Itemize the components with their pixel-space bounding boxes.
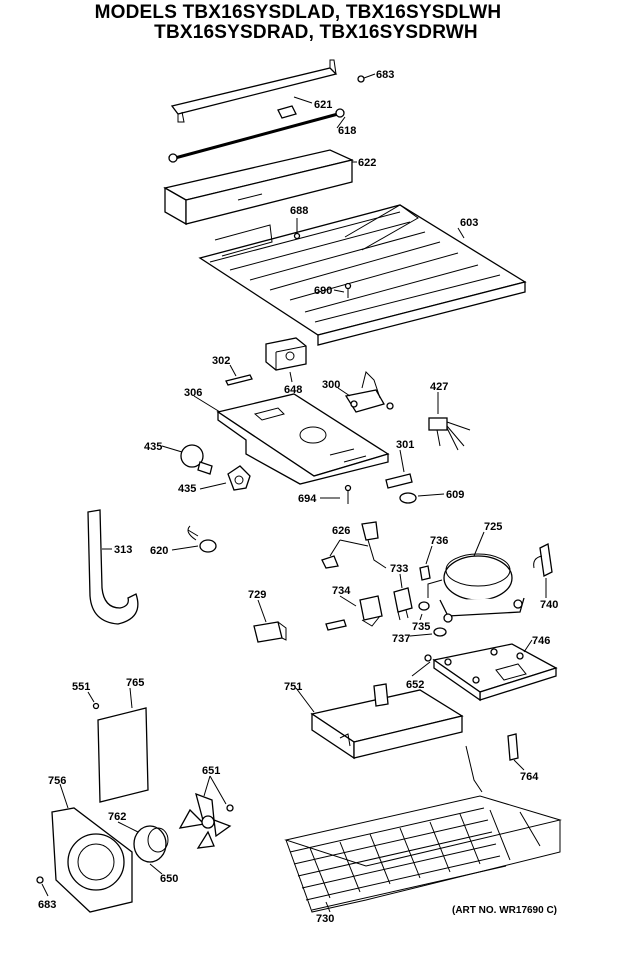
label-736: 736 bbox=[430, 535, 448, 547]
part-618-rod bbox=[168, 108, 346, 163]
part-734-switch bbox=[325, 595, 383, 631]
label-651: 651 bbox=[202, 765, 220, 777]
label-626: 626 bbox=[332, 525, 350, 537]
title-line-1: MODELS TBX16SYSDLAD, TBX16SYSDLWH bbox=[94, 2, 502, 23]
part-725-compressor bbox=[427, 531, 525, 623]
part-650-leader bbox=[149, 863, 163, 875]
label-435-socket: 435 bbox=[178, 483, 196, 495]
part-690-screw bbox=[333, 282, 352, 298]
part-427-harness bbox=[428, 392, 471, 451]
label-746: 746 bbox=[532, 635, 550, 647]
part-603-cover bbox=[198, 204, 527, 346]
label-313: 313 bbox=[114, 544, 132, 556]
label-725: 725 bbox=[484, 521, 502, 533]
label-300: 300 bbox=[322, 379, 340, 391]
label-618: 618 bbox=[338, 125, 356, 137]
label-427: 427 bbox=[430, 381, 448, 393]
part-733-relay bbox=[393, 573, 413, 621]
part-652-screw bbox=[411, 654, 432, 677]
label-764: 764 bbox=[520, 771, 539, 783]
part-313-tube bbox=[87, 509, 139, 625]
label-730: 730 bbox=[316, 913, 334, 925]
label-756: 756 bbox=[48, 775, 66, 787]
label-751: 751 bbox=[284, 681, 302, 693]
label-301: 301 bbox=[396, 439, 414, 451]
part-729-block bbox=[253, 599, 287, 643]
label-652: 652 bbox=[406, 679, 424, 691]
label-729: 729 bbox=[248, 589, 266, 601]
part-730-condenser bbox=[284, 745, 562, 913]
part-762-motor bbox=[117, 821, 169, 863]
label-740: 740 bbox=[540, 599, 558, 611]
part-302-pin bbox=[225, 364, 253, 386]
label-765: 765 bbox=[126, 677, 144, 689]
part-626-overload bbox=[321, 521, 387, 569]
part-737-nut bbox=[409, 627, 447, 637]
label-688: 688 bbox=[290, 205, 308, 217]
part-435-bulb bbox=[161, 444, 213, 475]
part-735-grommet bbox=[418, 601, 430, 621]
part-683-screw-top bbox=[357, 73, 376, 83]
label-603: 603 bbox=[460, 217, 478, 229]
label-735: 735 bbox=[412, 621, 430, 633]
label-683-top: 683 bbox=[376, 69, 394, 81]
label-734: 734 bbox=[332, 585, 351, 597]
art-number: (ART NO. WR17690 C) bbox=[452, 905, 558, 916]
part-622-channel bbox=[163, 149, 357, 226]
label-737: 737 bbox=[392, 633, 410, 645]
part-756-shroud bbox=[51, 783, 133, 913]
label-733: 733 bbox=[390, 563, 408, 575]
label-551: 551 bbox=[72, 681, 90, 693]
part-740-bracket bbox=[533, 543, 553, 598]
part-746-plate bbox=[432, 639, 558, 702]
label-690: 690 bbox=[314, 285, 332, 297]
label-648: 648 bbox=[284, 384, 302, 396]
part-435-socket bbox=[199, 465, 251, 491]
label-650: 650 bbox=[160, 873, 178, 885]
part-301-tube bbox=[385, 449, 413, 489]
part-751-pan bbox=[295, 683, 464, 760]
part-300-switch bbox=[337, 371, 394, 413]
part-736-clip bbox=[419, 545, 433, 581]
label-435-bulb: 435 bbox=[144, 441, 162, 453]
label-621: 621 bbox=[314, 99, 332, 111]
part-306-housing bbox=[193, 393, 390, 485]
part-764-clip bbox=[507, 733, 525, 771]
part-620-capacitor bbox=[171, 525, 217, 553]
label-694: 694 bbox=[298, 493, 317, 505]
part-694-screw bbox=[320, 484, 352, 504]
label-609: 609 bbox=[446, 489, 464, 501]
part-651-blade bbox=[178, 775, 234, 849]
label-762: 762 bbox=[108, 811, 126, 823]
part-765-panel bbox=[97, 687, 149, 803]
part-688-screw bbox=[293, 218, 301, 240]
label-620: 620 bbox=[150, 545, 168, 557]
part-551-screw bbox=[87, 691, 100, 710]
label-302: 302 bbox=[212, 355, 230, 367]
label-306: 306 bbox=[184, 387, 202, 399]
part-683-screw-bottom bbox=[36, 876, 49, 897]
part-609-fitting bbox=[399, 492, 445, 504]
part-648-control bbox=[265, 337, 307, 383]
part-621-rail bbox=[170, 59, 338, 123]
label-622: 622 bbox=[358, 157, 376, 169]
label-683-bottom: 683 bbox=[38, 899, 56, 911]
title-line-2: TBX16SYSDRAD, TBX16SYSDRWH bbox=[154, 22, 478, 43]
